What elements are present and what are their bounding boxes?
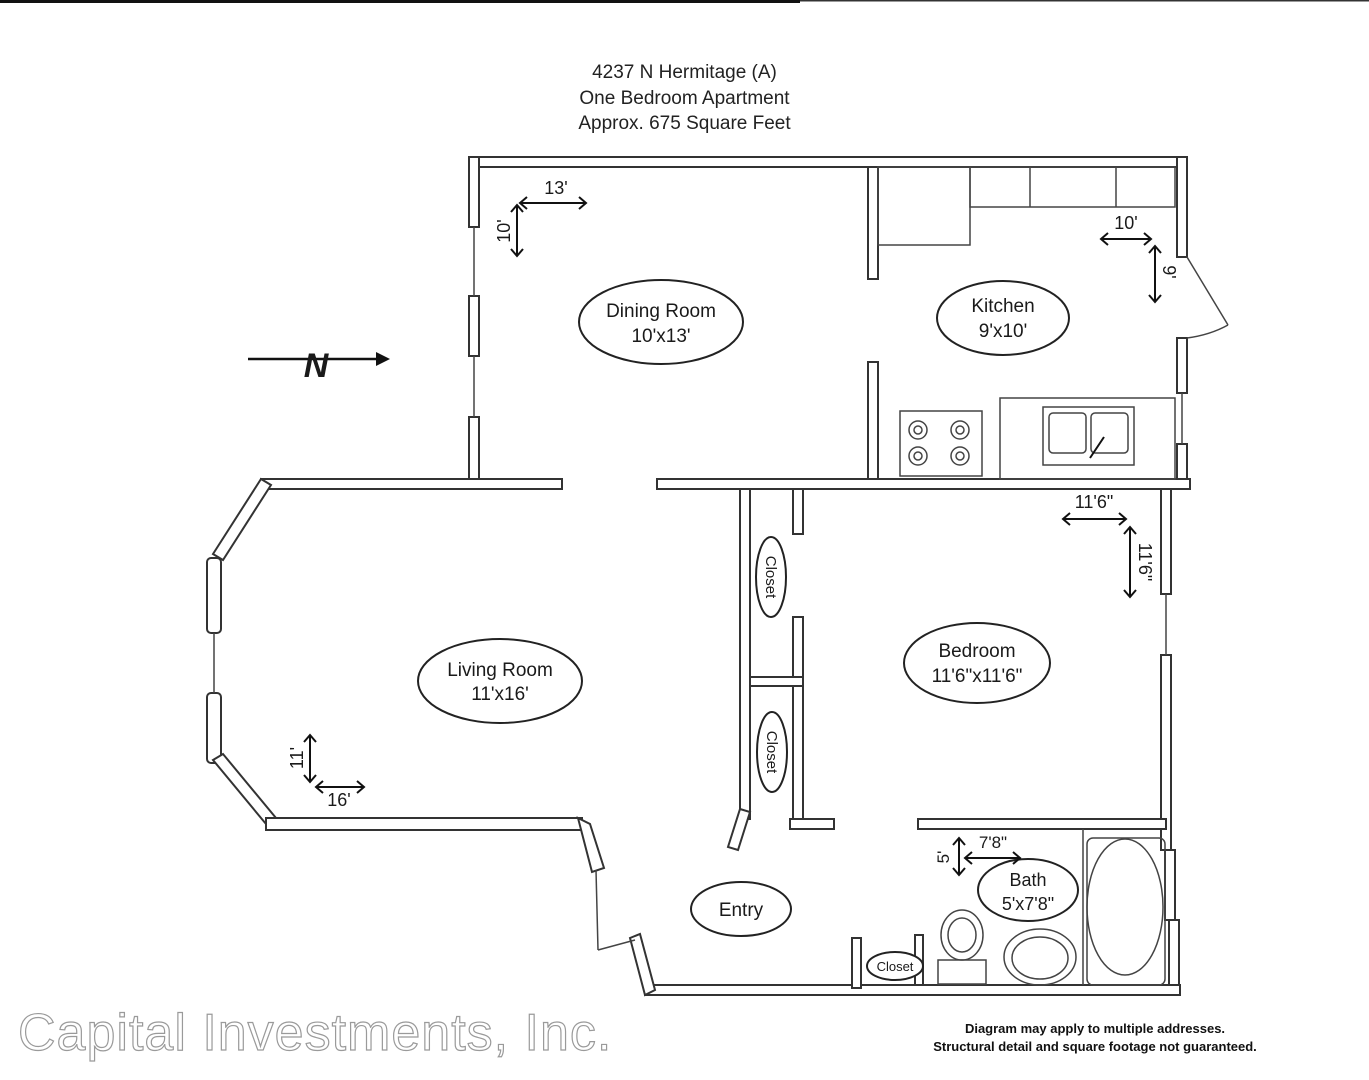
bedroom-label: Bedroom 11'6"x11'6" [903, 622, 1051, 704]
plan-address: 4237 N Hermitage (A) [592, 62, 777, 83]
svg-text:13': 13' [544, 178, 567, 198]
living-dimensions: 11' 16' [287, 733, 366, 810]
svg-text:Entry: Entry [719, 900, 764, 921]
svg-text:Closet: Closet [762, 556, 779, 599]
svg-text:Bath: Bath [1009, 870, 1046, 890]
svg-text:16': 16' [327, 790, 350, 810]
bathtub-icon [1086, 838, 1164, 976]
svg-text:10': 10' [494, 219, 514, 242]
svg-text:11'6": 11'6" [1135, 543, 1155, 582]
dining-dimensions: 13' 10' [494, 178, 588, 258]
closet-entry-label: Closet [866, 951, 924, 981]
entry-label: Entry [690, 881, 792, 937]
svg-text:11': 11' [287, 747, 307, 769]
kitchen-label: Kitchen 9'x10' [936, 280, 1070, 356]
closet-upper-label: Closet [755, 536, 787, 618]
stove-icon [899, 410, 983, 477]
north-label: N [304, 347, 330, 385]
bath-fixtures [937, 837, 1166, 986]
svg-text:9'x10': 9'x10' [979, 321, 1027, 342]
plan-unit-type: One Bedroom Apartment [579, 88, 790, 109]
svg-text:Dining Room: Dining Room [606, 301, 716, 322]
svg-text:7'8": 7'8" [979, 833, 1007, 852]
kitchen-fixtures [877, 166, 1176, 480]
closet-lower-label: Closet [756, 711, 788, 793]
svg-text:Kitchen: Kitchen [971, 296, 1034, 317]
svg-text:11'x16': 11'x16' [471, 684, 529, 705]
svg-text:Bedroom: Bedroom [938, 641, 1015, 662]
svg-text:Living Room: Living Room [447, 660, 553, 681]
bath-dimensions: 5' 7'8" [934, 833, 1022, 877]
svg-text:11'6": 11'6" [1075, 492, 1114, 512]
plan-area: Approx. 675 Square Feet [578, 113, 791, 134]
svg-text:5': 5' [934, 851, 953, 864]
svg-text:Closet: Closet [763, 731, 780, 774]
disclaimer-line-2: Structural detail and square footage not… [933, 1039, 1257, 1054]
dining-room-label: Dining Room 10'x13' [578, 279, 744, 365]
bath-label: Bath 5'x7'8" [977, 858, 1079, 922]
svg-text:10': 10' [1114, 213, 1137, 233]
svg-text:9': 9' [1159, 265, 1179, 278]
svg-text:11'6"x11'6": 11'6"x11'6" [932, 666, 1023, 687]
living-room-label: Living Room 11'x16' [417, 638, 583, 724]
svg-text:5'x7'8": 5'x7'8" [1002, 894, 1054, 914]
north-arrow-icon: N [248, 347, 390, 385]
company-watermark: Capital Investments, Inc. [17, 1003, 613, 1062]
kitchen-dimensions: 10' 9' [1099, 213, 1179, 304]
disclaimer-line-1: Diagram may apply to multiple addresses. [964, 1021, 1226, 1036]
outer-walls [206, 156, 1229, 997]
sink-icon [1042, 406, 1135, 466]
bath-sink-icon [1003, 928, 1077, 986]
bedroom-dimensions: 11'6" 11'6" [1061, 492, 1155, 599]
interior-walls [726, 166, 1167, 989]
svg-text:10'x13': 10'x13' [631, 326, 690, 347]
svg-text:Closet: Closet [877, 959, 914, 974]
